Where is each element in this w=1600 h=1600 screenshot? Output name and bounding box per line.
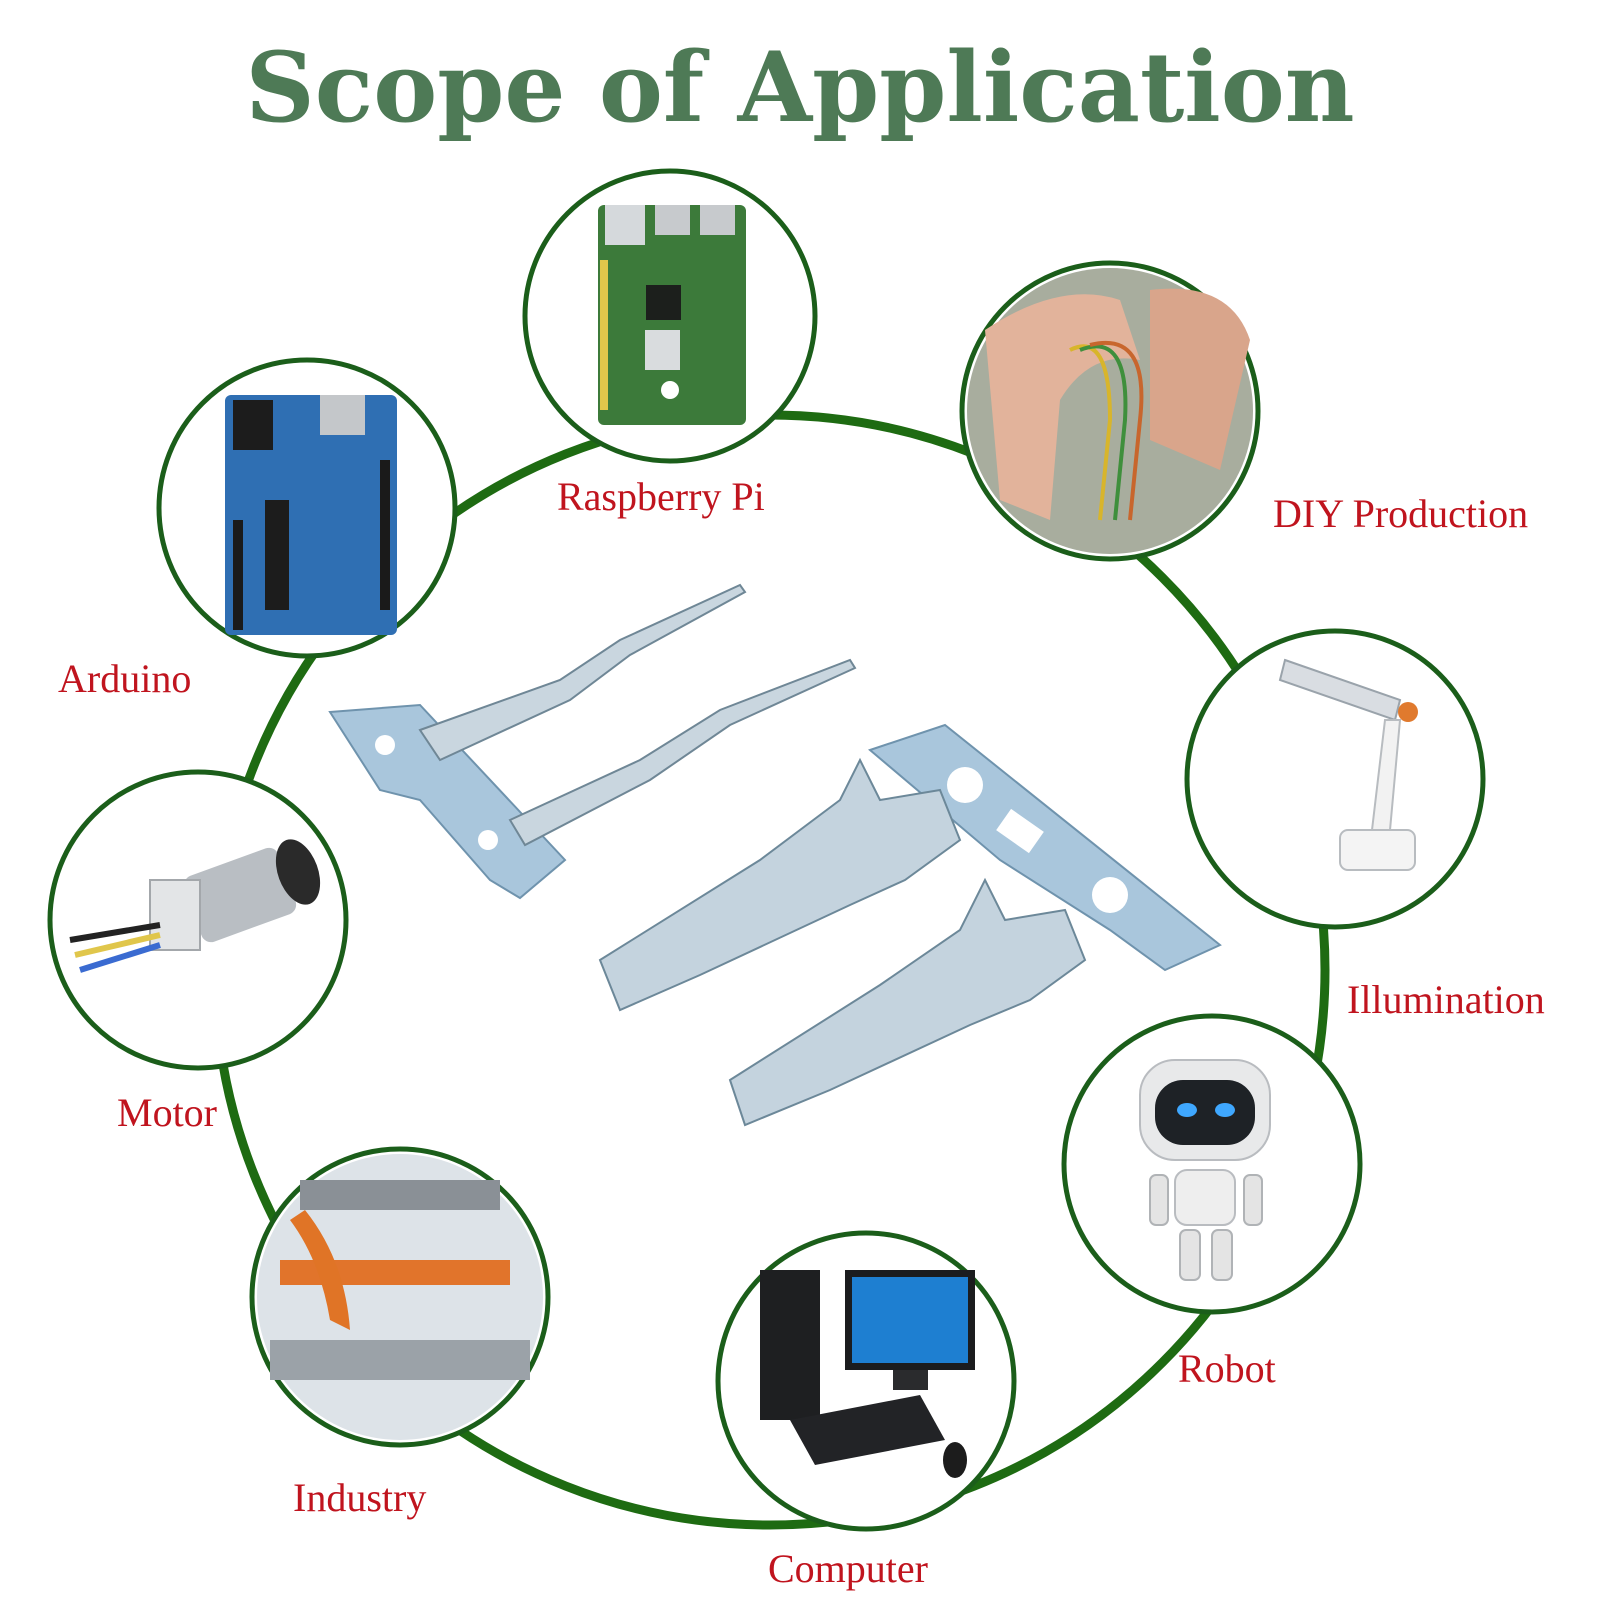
raspberry-pi-item	[522, 168, 818, 464]
desktop-computer-icon	[760, 1270, 975, 1478]
diy-production-item	[959, 260, 1261, 562]
label-robot: Robot	[1178, 1346, 1276, 1391]
label-raspberry-pi: Raspberry Pi	[557, 474, 765, 519]
industry-item	[249, 1146, 551, 1448]
crimp-terminal-pins-icon	[328, 583, 1222, 1127]
computer-item	[715, 1230, 1017, 1532]
page-title: Scope of Application	[245, 31, 1355, 144]
robot-item	[1061, 1013, 1363, 1315]
label-arduino: Arduino	[58, 656, 192, 701]
hands-wiring-icon	[967, 268, 1253, 554]
desk-lamp-icon	[1278, 658, 1418, 871]
label-industry: Industry	[293, 1475, 427, 1520]
raspberry-pi-board-icon	[598, 205, 746, 425]
dc-motor-icon	[69, 839, 321, 973]
robot-icon	[1139, 1059, 1271, 1281]
factory-robot-arm-icon	[257, 1154, 543, 1440]
label-diy-production: DIY Production	[1273, 491, 1529, 536]
label-computer: Computer	[768, 1546, 928, 1591]
label-motor: Motor	[117, 1090, 217, 1135]
illumination-item	[1184, 628, 1486, 930]
label-illumination: Illumination	[1347, 977, 1545, 1022]
arduino-board-icon	[225, 395, 397, 635]
motor-item	[47, 769, 349, 1071]
arduino-item	[156, 357, 458, 659]
